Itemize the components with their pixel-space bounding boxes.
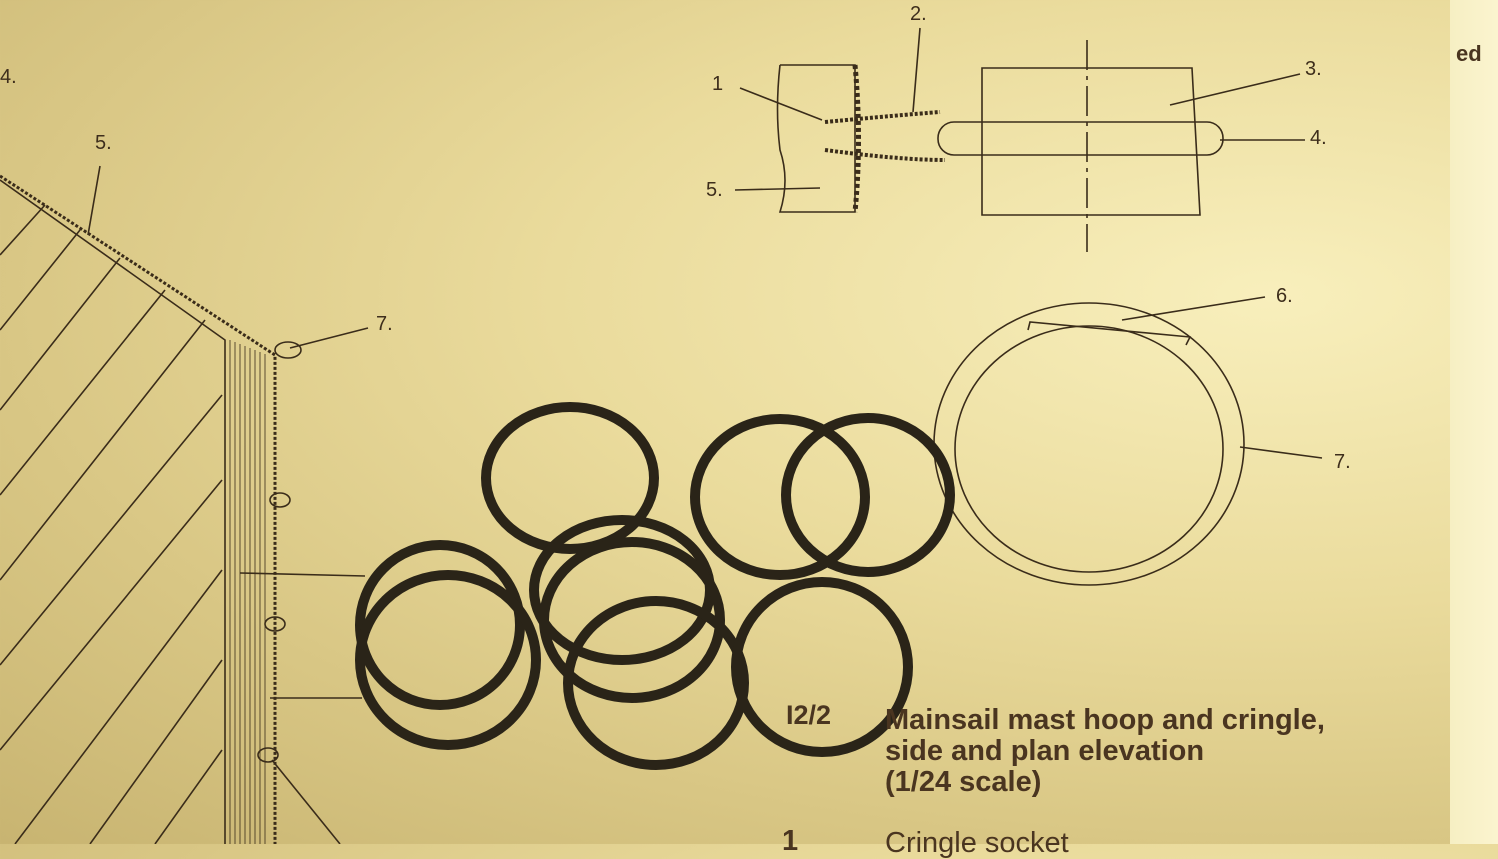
ring <box>731 577 913 757</box>
side-elevation-drawing <box>734 27 1305 252</box>
legend-number: 1 <box>782 825 799 857</box>
sail-bolt-rope <box>229 340 266 844</box>
edge-text: ed <box>1456 41 1482 66</box>
ring <box>355 570 541 750</box>
ring <box>563 596 749 770</box>
plan-elevation-drawing <box>933 296 1323 586</box>
figure-title-line: Mainsail mast hoop and cringle, <box>885 704 1325 736</box>
label-side-5: 5. <box>706 179 723 201</box>
adjacent-page-edge <box>1450 0 1498 844</box>
label-left-5: 5. <box>95 132 112 154</box>
sail-hatching <box>0 165 369 844</box>
label-side-1: 1 <box>712 73 724 95</box>
figure-number: I2/2 <box>786 700 832 730</box>
figure-title: Mainsail mast hoop and cringle, side and… <box>885 705 1325 798</box>
label-side-3: 3. <box>1305 58 1322 80</box>
label-side-4: 4. <box>1310 127 1327 149</box>
figure-title-line: (1/24 scale) <box>885 766 1042 798</box>
ring <box>481 402 659 554</box>
label-left-4: 4. <box>0 66 17 88</box>
label-plan-6: 6. <box>1276 285 1293 307</box>
figure-title-line: side and plan elevation <box>885 735 1205 767</box>
ring <box>781 413 955 577</box>
label-side-2: 2. <box>910 3 927 25</box>
ring <box>690 414 870 580</box>
metal-rings <box>355 402 955 770</box>
label-left-7: 7. <box>376 313 393 335</box>
label-plan-7: 7. <box>1334 451 1351 473</box>
ring <box>355 540 525 710</box>
